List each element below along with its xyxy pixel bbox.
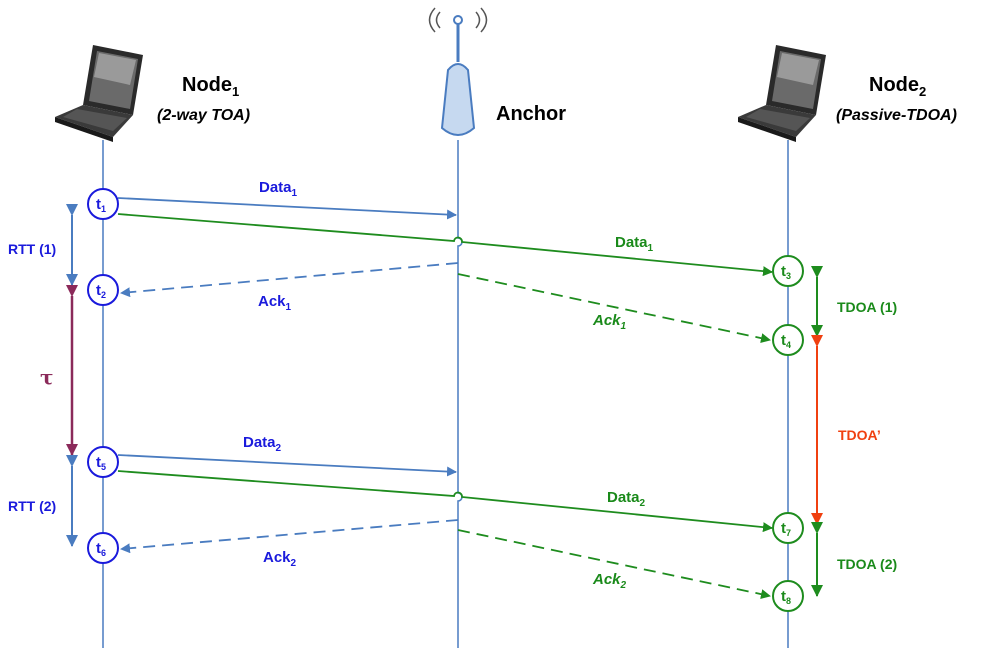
ack2-to-node2-arrow <box>457 529 771 600</box>
timestamp-t4: t4 <box>772 324 804 356</box>
timestamp-t2: t2 <box>87 274 119 306</box>
svg-text:t3: t3 <box>781 263 791 281</box>
ack2-to-node1-arrow <box>120 519 459 554</box>
svg-text:t2: t2 <box>96 282 106 300</box>
rtt2-label: RTT (2) <box>8 498 56 514</box>
anchor-title: Anchor <box>496 103 566 125</box>
rtt1-label: RTT (1) <box>8 241 56 257</box>
timestamp-t6: t6 <box>87 532 119 564</box>
tdoa1-label: TDOA (1) <box>837 299 897 315</box>
node2-mode: (Passive-TDOA) <box>836 107 957 124</box>
timestamp-t1: t1 <box>87 188 119 220</box>
tdoa2-label: TDOA (2) <box>837 556 897 572</box>
laptop-icon <box>55 45 143 142</box>
laptop-icon <box>738 45 826 142</box>
ack1-node1-label: Ack1 <box>258 293 292 313</box>
svg-text:t7: t7 <box>781 520 791 538</box>
node1-mode: (2-way TOA) <box>157 107 250 124</box>
timestamp-t5: t5 <box>87 446 119 478</box>
data2-to-anchor-arrow <box>117 454 457 477</box>
timestamp-t8: t8 <box>772 580 804 612</box>
timestamp-t7: t7 <box>772 512 804 544</box>
node1-title: Node1 <box>182 74 239 99</box>
anchor-lifeline <box>457 140 463 648</box>
svg-text:t8: t8 <box>781 588 791 606</box>
svg-text:t6: t6 <box>96 540 106 558</box>
svg-text:t5: t5 <box>96 454 106 472</box>
node2-title: Node2 <box>869 74 926 99</box>
tau-label: τ <box>40 365 53 389</box>
access-point-icon <box>428 7 488 136</box>
data2-node2-label: Data2 <box>607 489 646 509</box>
data1-node2-label: Data1 <box>615 234 654 254</box>
svg-text:t1: t1 <box>96 196 106 214</box>
data2-to-node2-arrow <box>117 470 773 533</box>
data1-to-anchor-arrow <box>117 197 457 220</box>
ack1-to-node2-arrow <box>457 273 771 344</box>
ack1-node2-label: Ack1 <box>592 312 627 332</box>
timestamp-t3: t3 <box>772 255 804 287</box>
ack2-node2-label: Ack2 <box>592 571 627 591</box>
data2-anchor-label: Data2 <box>243 434 282 454</box>
ack1-to-node1-arrow <box>120 262 459 298</box>
svg-text:t4: t4 <box>781 332 791 350</box>
tdoa-prime-label: TDOA’ <box>838 427 881 443</box>
data1-anchor-label: Data1 <box>259 179 298 199</box>
ack2-node1-label: Ack2 <box>263 549 297 569</box>
data1-to-node2-arrow <box>117 213 773 277</box>
